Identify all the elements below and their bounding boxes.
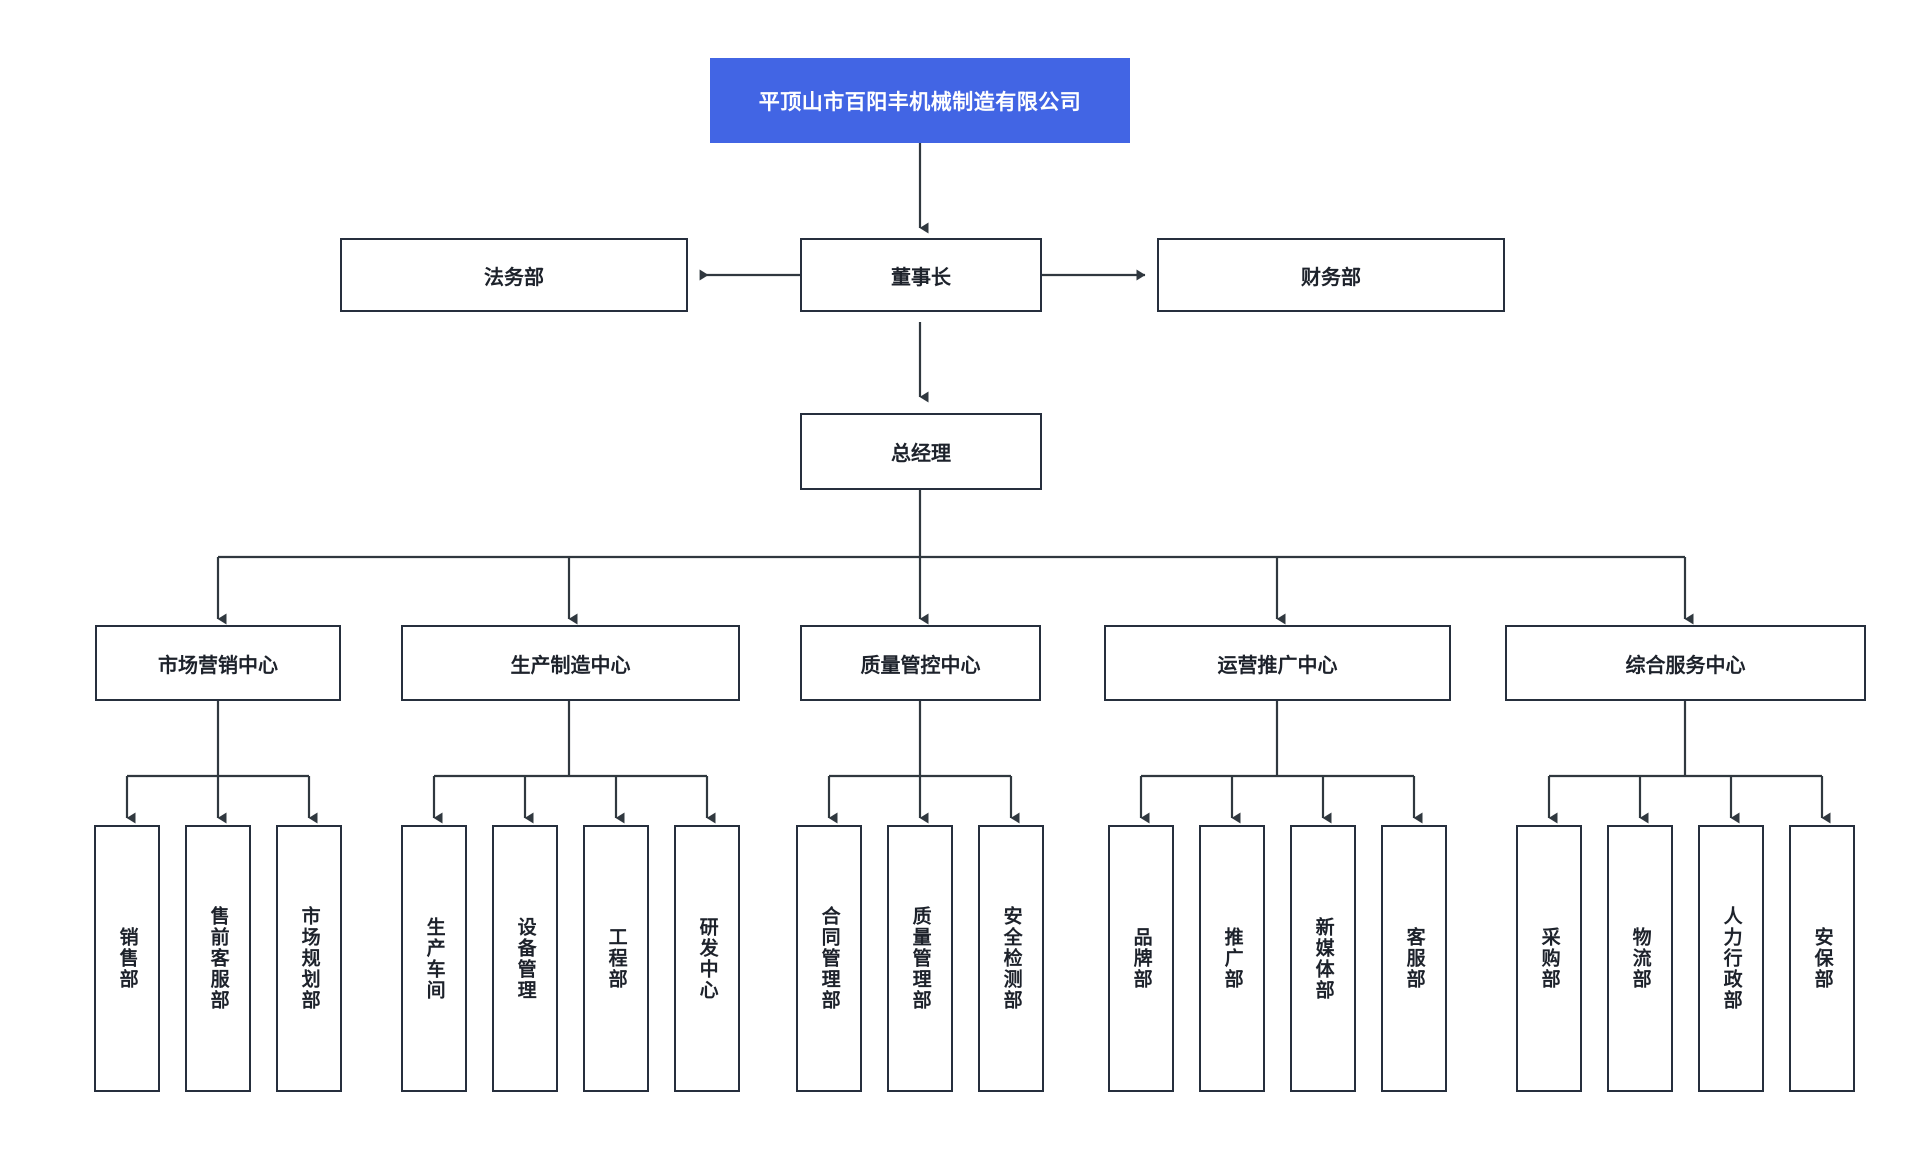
node-dept-brand-label: 品牌部	[1130, 927, 1152, 990]
node-dept-market-planning-label: 市场规划部	[298, 906, 320, 1011]
node-dept-promotion[interactable]: 推广部	[1199, 825, 1265, 1092]
node-dept-quality-management-label: 质量管理部	[909, 906, 931, 1011]
node-dept-promotion-label: 推广部	[1221, 927, 1243, 990]
node-chairman-label: 董事长	[891, 266, 951, 289]
node-dept-sales-label: 销售部	[116, 927, 138, 990]
node-dept-new-media-label: 新媒体部	[1312, 916, 1334, 1001]
node-center-services[interactable]: 综合服务中心	[1505, 625, 1866, 701]
node-dept-equipment-management-label: 设备管理	[514, 916, 536, 1001]
node-company-root-label: 平顶山市百阳丰机械制造有限公司	[758, 90, 1082, 114]
node-dept-brand[interactable]: 品牌部	[1108, 825, 1174, 1092]
node-dept-engineering-label: 工程部	[605, 927, 627, 990]
node-dept-rnd-center[interactable]: 研发中心	[674, 825, 740, 1092]
node-center-operations[interactable]: 运营推广中心	[1104, 625, 1451, 701]
node-dept-security[interactable]: 安保部	[1789, 825, 1855, 1092]
node-dept-customer-service-label: 客服部	[1403, 927, 1425, 990]
node-center-services-label: 综合服务中心	[1625, 654, 1746, 677]
node-dept-production-workshop[interactable]: 生产车间	[401, 825, 467, 1092]
node-center-manufacturing-label: 生产制造中心	[510, 654, 631, 677]
node-dept-procurement[interactable]: 采购部	[1516, 825, 1582, 1092]
node-legal-department-label: 法务部	[484, 266, 544, 289]
node-dept-hr-administration[interactable]: 人力行政部	[1698, 825, 1764, 1092]
node-dept-contract-management[interactable]: 合同管理部	[796, 825, 862, 1092]
node-center-operations-label: 运营推广中心	[1217, 654, 1338, 677]
node-chairman[interactable]: 董事长	[800, 238, 1042, 312]
node-center-manufacturing[interactable]: 生产制造中心	[401, 625, 740, 701]
node-center-quality[interactable]: 质量管控中心	[800, 625, 1041, 701]
node-dept-equipment-management[interactable]: 设备管理	[492, 825, 558, 1092]
node-dept-customer-service[interactable]: 客服部	[1381, 825, 1447, 1092]
node-dept-market-planning[interactable]: 市场规划部	[276, 825, 342, 1092]
node-dept-engineering[interactable]: 工程部	[583, 825, 649, 1092]
node-finance-department-label: 财务部	[1301, 266, 1361, 289]
node-center-marketing[interactable]: 市场营销中心	[95, 625, 341, 701]
node-dept-safety-inspection[interactable]: 安全检测部	[978, 825, 1044, 1092]
node-dept-presales-service-label: 售前客服部	[207, 906, 229, 1011]
node-dept-procurement-label: 采购部	[1538, 927, 1560, 990]
node-dept-rnd-center-label: 研发中心	[696, 916, 718, 1001]
node-general-manager[interactable]: 总经理	[800, 413, 1042, 490]
node-finance-department[interactable]: 财务部	[1157, 238, 1505, 312]
node-dept-logistics[interactable]: 物流部	[1607, 825, 1673, 1092]
node-legal-department[interactable]: 法务部	[340, 238, 688, 312]
node-dept-contract-management-label: 合同管理部	[818, 906, 840, 1011]
node-dept-production-workshop-label: 生产车间	[423, 916, 445, 1001]
node-dept-security-label: 安保部	[1811, 927, 1833, 990]
node-dept-quality-management[interactable]: 质量管理部	[887, 825, 953, 1092]
node-center-quality-label: 质量管控中心	[860, 654, 981, 677]
node-company-root[interactable]: 平顶山市百阳丰机械制造有限公司	[710, 58, 1130, 143]
node-dept-presales-service[interactable]: 售前客服部	[185, 825, 251, 1092]
node-center-marketing-label: 市场营销中心	[158, 654, 278, 677]
node-dept-safety-inspection-label: 安全检测部	[1000, 906, 1022, 1011]
node-dept-logistics-label: 物流部	[1629, 927, 1651, 990]
node-general-manager-label: 总经理	[891, 443, 951, 465]
node-dept-sales[interactable]: 销售部	[94, 825, 160, 1092]
node-dept-new-media[interactable]: 新媒体部	[1290, 825, 1356, 1092]
node-dept-hr-administration-label: 人力行政部	[1720, 906, 1742, 1011]
